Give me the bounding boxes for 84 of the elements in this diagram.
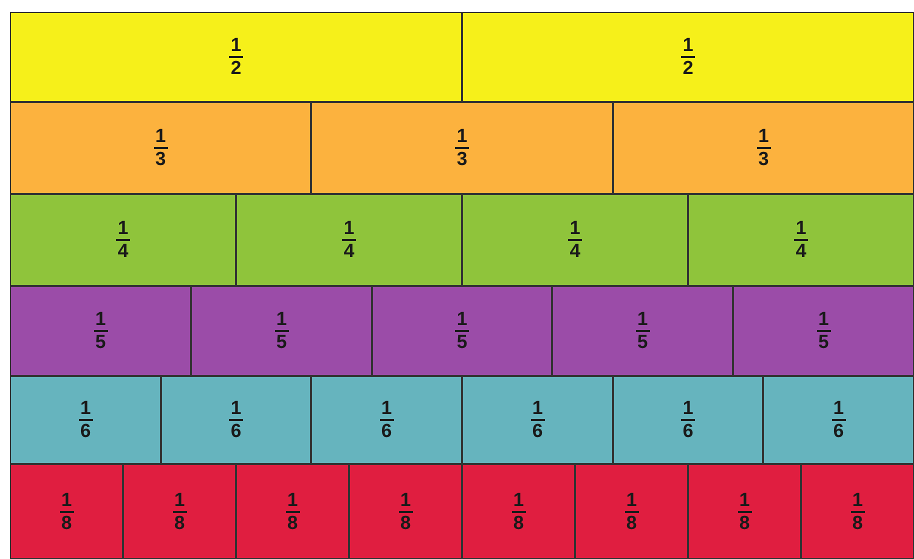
denominator: 8 (852, 514, 863, 532)
numerator: 1 (758, 127, 769, 146)
fraction-bar-segment (462, 376, 613, 464)
fraction-bar-segment (349, 464, 462, 559)
numerator: 1 (626, 490, 637, 510)
numerator: 1 (174, 490, 185, 510)
fraction-bar-segment (10, 12, 462, 102)
fraction-bar-segment (462, 194, 688, 286)
denominator: 6 (381, 422, 392, 441)
numerator: 1 (287, 490, 298, 510)
numerator: 1 (513, 490, 524, 510)
denominator: 8 (739, 514, 750, 532)
fraction-bar-segment (613, 376, 763, 464)
numerator: 1 (400, 490, 411, 510)
denominator: 4 (796, 242, 806, 261)
denominator: 4 (570, 242, 580, 261)
numerator: 1 (95, 310, 106, 329)
denominator: 8 (513, 514, 524, 532)
numerator: 1 (570, 219, 580, 238)
fraction-bar-segment (613, 102, 914, 194)
fraction-bar-segment (10, 286, 191, 376)
numerator: 1 (682, 399, 694, 418)
denominator: 8 (287, 514, 298, 532)
fraction-bar-segment (236, 194, 462, 286)
numerator: 1 (381, 399, 392, 418)
denominator: 2 (230, 59, 242, 78)
denominator: 3 (155, 150, 166, 169)
numerator: 1 (61, 490, 72, 510)
fraction-bar-segment (733, 286, 914, 376)
fraction-bar-segment (311, 102, 613, 194)
denominator: 4 (344, 242, 354, 261)
numerator: 1 (456, 310, 468, 329)
numerator: 1 (818, 310, 829, 329)
denominator: 6 (230, 422, 242, 441)
fraction-bar-segment (688, 464, 801, 559)
fraction-bar-segment (311, 376, 462, 464)
fraction-bar-segment (801, 464, 914, 559)
numerator: 1 (155, 127, 166, 146)
numerator: 1 (276, 310, 287, 329)
denominator: 4 (118, 242, 128, 261)
denominator: 8 (61, 514, 72, 532)
numerator: 1 (230, 36, 242, 55)
denominator: 5 (95, 333, 106, 352)
fraction-bar-segment (10, 376, 161, 464)
fraction-bar-segment (372, 286, 552, 376)
fraction-bar-segment (462, 464, 575, 559)
denominator: 6 (682, 422, 694, 441)
denominator: 5 (276, 333, 287, 352)
numerator: 1 (532, 399, 543, 418)
numerator: 1 (833, 399, 844, 418)
numerator: 1 (456, 127, 468, 146)
denominator: 5 (456, 333, 468, 352)
denominator: 8 (400, 514, 411, 532)
denominator: 6 (80, 422, 91, 441)
denominator: 3 (758, 150, 769, 169)
denominator: 6 (532, 422, 543, 441)
fraction-bar-segment (552, 286, 733, 376)
denominator: 3 (456, 150, 468, 169)
fraction-bar-segment (462, 12, 914, 102)
fraction-bar-segment (575, 464, 688, 559)
fraction-bar-segment (10, 464, 123, 559)
denominator: 8 (626, 514, 637, 532)
denominator: 6 (833, 422, 844, 441)
fraction-bar-segment (10, 102, 311, 194)
numerator: 1 (852, 490, 863, 510)
denominator: 5 (818, 333, 829, 352)
fraction-bar-segment (763, 376, 914, 464)
numerator: 1 (80, 399, 91, 418)
numerator: 1 (796, 219, 806, 238)
numerator: 1 (637, 310, 648, 329)
numerator: 1 (230, 399, 242, 418)
fraction-bar-segment (161, 376, 311, 464)
fraction-bar-segment (123, 464, 236, 559)
denominator: 5 (637, 333, 648, 352)
fraction-bar-segment (236, 464, 349, 559)
fraction-bar-segment (688, 194, 914, 286)
numerator: 1 (739, 490, 750, 510)
fraction-bar-segment (191, 286, 372, 376)
numerator: 1 (118, 219, 128, 238)
denominator: 2 (682, 59, 694, 78)
numerator: 1 (682, 36, 694, 55)
fraction-bar-segment (10, 194, 236, 286)
numerator: 1 (344, 219, 354, 238)
denominator: 8 (174, 514, 185, 532)
